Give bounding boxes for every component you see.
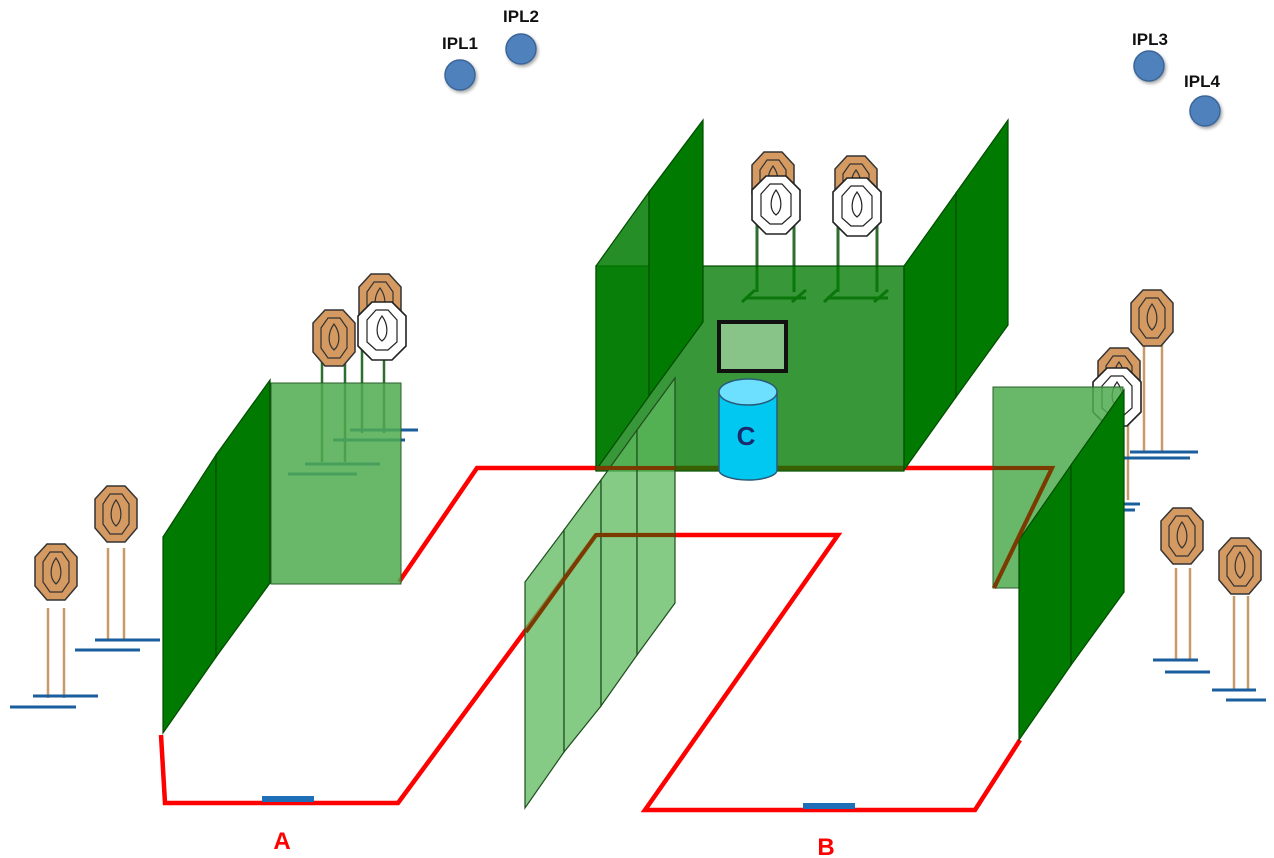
noshoot-target-icon [751,175,801,235]
steel-plate-icon [444,59,476,91]
left-wall-outer [162,378,271,735]
barrel-label: C [737,421,756,451]
plate-ipl1: IPL1 [442,34,478,91]
plate-label-ipl4: IPL4 [1184,72,1220,91]
ipsc-target-icon [1130,289,1174,347]
fault-line-b [596,532,1022,813]
right-outer-targets [1153,507,1266,702]
center-window [717,320,788,373]
steel-plate-icon [1189,95,1221,127]
left-outer-targets [10,485,160,709]
plate-label-ipl3: IPL3 [1132,30,1168,49]
shooting-box-a [262,796,314,802]
left-box-window [270,382,402,585]
fault-line-a [158,533,598,806]
ipsc-target-icon [312,309,356,367]
plate-ipl3: IPL3 [1132,30,1168,82]
plate-ipl4: IPL4 [1184,72,1221,127]
noshoot-target-icon [832,177,882,237]
middle-walls [524,376,676,810]
plate-label-ipl2: IPL2 [503,7,539,26]
ipsc-target-icon [1160,507,1204,565]
zone-label-b: B [817,834,834,858]
plate-ipl2: IPL2 [503,7,539,65]
right-wall-outer [1018,388,1125,742]
barrel-icon: C [718,378,778,481]
noshoot-target-icon [357,301,407,361]
ipsc-target-icon [1218,537,1262,595]
fault-line-top [397,465,1056,589]
fault-line-through-walls [524,466,1056,634]
zone-label-a: A [273,828,290,855]
steel-plate-icon [505,33,537,65]
shooting-box-b [803,803,855,809]
steel-plate-icon [1133,50,1165,82]
ipsc-target-icon [94,485,138,543]
ipsc-target-icon [34,543,78,601]
plate-label-ipl1: IPL1 [442,34,478,53]
